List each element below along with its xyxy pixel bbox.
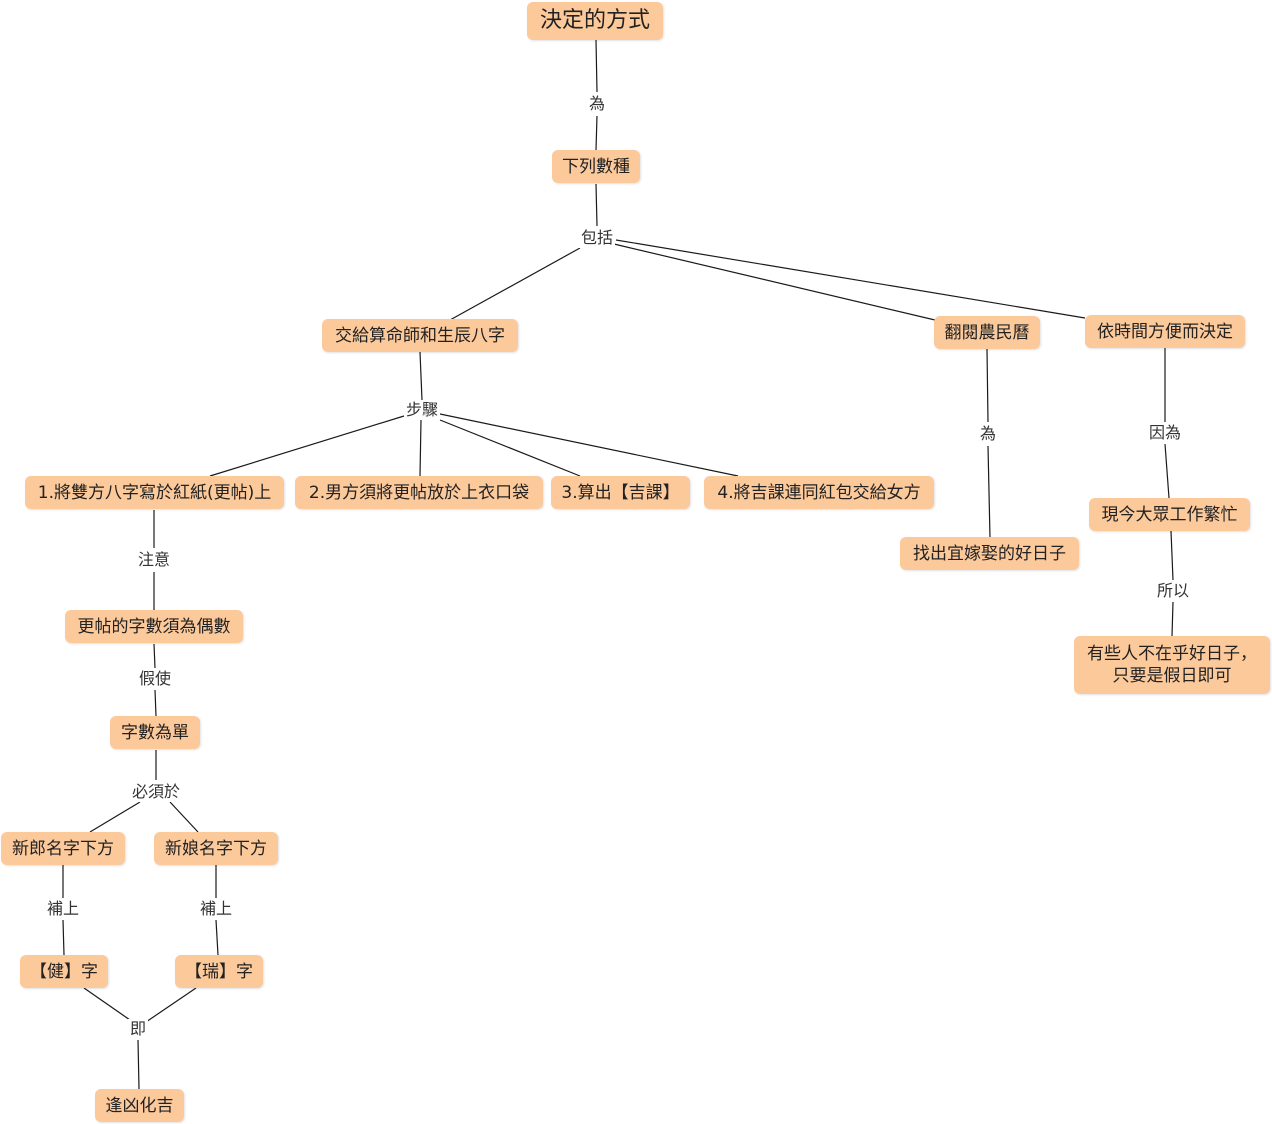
edge-steps-step1 [209, 415, 405, 477]
edge-wei-goodday [987, 445, 991, 539]
almanac-node[interactable]: 翻閱農民曆 [934, 316, 1040, 349]
edge-steps-step3 [439, 419, 581, 477]
edge-almanac-wei [986, 348, 989, 423]
edge-must-bride [169, 801, 199, 833]
root-node[interactable]: 決定的方式 [527, 2, 663, 40]
edge-include-fortune [449, 247, 581, 321]
busy-node[interactable]: 現今大眾工作繁忙 [1089, 498, 1250, 531]
types-node[interactable]: 下列數種 [552, 150, 640, 183]
edge-steps-step2 [419, 419, 422, 477]
bride-node[interactable]: 新娘名字下方 [154, 832, 278, 865]
edge-jian-ji [83, 987, 131, 1021]
label-so: 所以 [1154, 581, 1192, 601]
label-ifso: 假使 [136, 669, 174, 689]
edge-busy-so [1170, 530, 1174, 581]
step1-node[interactable]: 1.將雙方八字寫於紅紙(更帖)上 [25, 476, 284, 509]
label-wei-1: 為 [586, 94, 608, 114]
label-add-1: 補上 [44, 899, 82, 919]
good-day-node[interactable]: 找出宜嫁娶的好日子 [900, 537, 1079, 570]
holiday-node[interactable]: 有些人不在乎好日子， 只要是假日即可 [1074, 636, 1270, 694]
good-luck-node[interactable]: 逢凶化吉 [95, 1089, 184, 1122]
edge-fortune-steps [419, 351, 423, 401]
even-count-node[interactable]: 更帖的字數須為偶數 [65, 610, 243, 643]
step4-node[interactable]: 4.將吉課連同紅包交給女方 [704, 476, 934, 509]
edge-steps-step4 [439, 413, 739, 477]
edge-add1-jian [62, 919, 65, 956]
label-because: 因為 [1146, 423, 1184, 443]
jian-char-node[interactable]: 【健】字 [20, 955, 108, 988]
label-note: 注意 [135, 550, 173, 570]
edge-include-convenience [615, 239, 1086, 319]
convenience-node[interactable]: 依時間方便而決定 [1085, 315, 1245, 348]
label-steps: 步驟 [403, 400, 441, 420]
step2-node[interactable]: 2.男方須將更帖放於上衣口袋 [295, 476, 543, 509]
fortune-teller-node[interactable]: 交給算命師和生辰八字 [322, 319, 518, 352]
edge-ifso-odd [154, 689, 157, 717]
edge-must-groom [89, 801, 141, 833]
edge-even-ifso [153, 643, 156, 669]
label-ji: 即 [127, 1019, 149, 1039]
groom-node[interactable]: 新郎名字下方 [1, 832, 125, 865]
edge-include-almanac [613, 243, 936, 321]
edge-types-include [595, 183, 598, 227]
step3-node[interactable]: 3.算出【吉課】 [551, 476, 690, 509]
edge-rui-ji [145, 987, 197, 1023]
odd-count-node[interactable]: 字數為單 [110, 716, 200, 749]
edge-root-wei [595, 39, 598, 93]
label-wei-2: 為 [977, 424, 999, 444]
edge-add2-rui [215, 919, 219, 956]
label-add-2: 補上 [197, 899, 235, 919]
label-must: 必須於 [129, 782, 183, 802]
edge-so-holiday [1171, 601, 1174, 637]
label-include: 包括 [578, 228, 616, 248]
rui-char-node[interactable]: 【瑞】字 [175, 955, 263, 988]
edge-because-busy [1164, 443, 1170, 499]
edge-ji-luck [137, 1039, 140, 1090]
edge-wei-types [595, 115, 598, 151]
